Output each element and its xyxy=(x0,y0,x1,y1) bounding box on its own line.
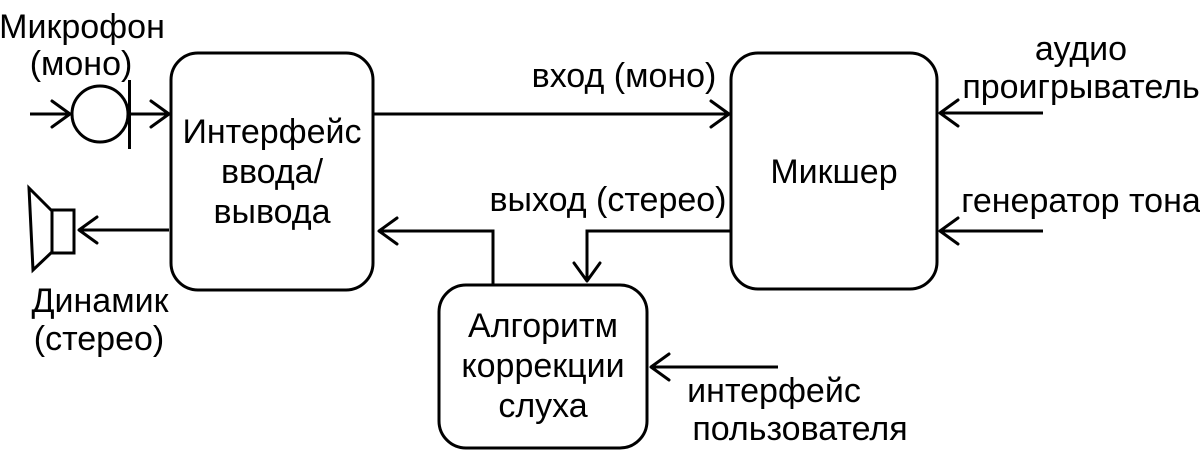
speaker-icon xyxy=(27,184,76,274)
user-interface-label-line2: пользователя xyxy=(692,410,907,448)
algo-to-io-arrow xyxy=(377,216,495,285)
output-stereo-arrow xyxy=(572,229,731,283)
input-mono-label: вход (моно) xyxy=(532,57,717,95)
speaker-label-line2: (стерео) xyxy=(34,320,164,358)
microphone-icon xyxy=(70,80,131,149)
output-stereo-label: выход (стерео) xyxy=(489,181,726,219)
hearing-correction-label-line3: слуха xyxy=(498,387,587,425)
tone-generator-label: генератор тона xyxy=(961,182,1200,220)
io-interface-label-line1: Интерфейс xyxy=(182,113,361,151)
audio-player-label-line2: проигрыватель xyxy=(962,68,1199,106)
hearing-correction-block xyxy=(437,283,649,450)
hearing-correction-label-line2: коррекции xyxy=(461,347,624,385)
microphone-label-line2: (моно) xyxy=(30,45,133,83)
io-interface-label-line2: ввода/ xyxy=(221,153,324,191)
microphone-label-line1: Микрофон xyxy=(0,8,165,46)
hearing-correction-label-line1: Алгоритм xyxy=(468,307,618,345)
speaker-label-line1: Динамик xyxy=(32,282,170,320)
user-interface-label-line1: интерфейс xyxy=(687,372,861,410)
mixer-label: Микшер xyxy=(770,153,897,191)
io-interface-block xyxy=(169,51,375,292)
mixer-block xyxy=(729,51,939,291)
audio-player-label-line1: аудио xyxy=(1035,30,1127,68)
io-interface-label-line3: вывода xyxy=(213,193,330,231)
